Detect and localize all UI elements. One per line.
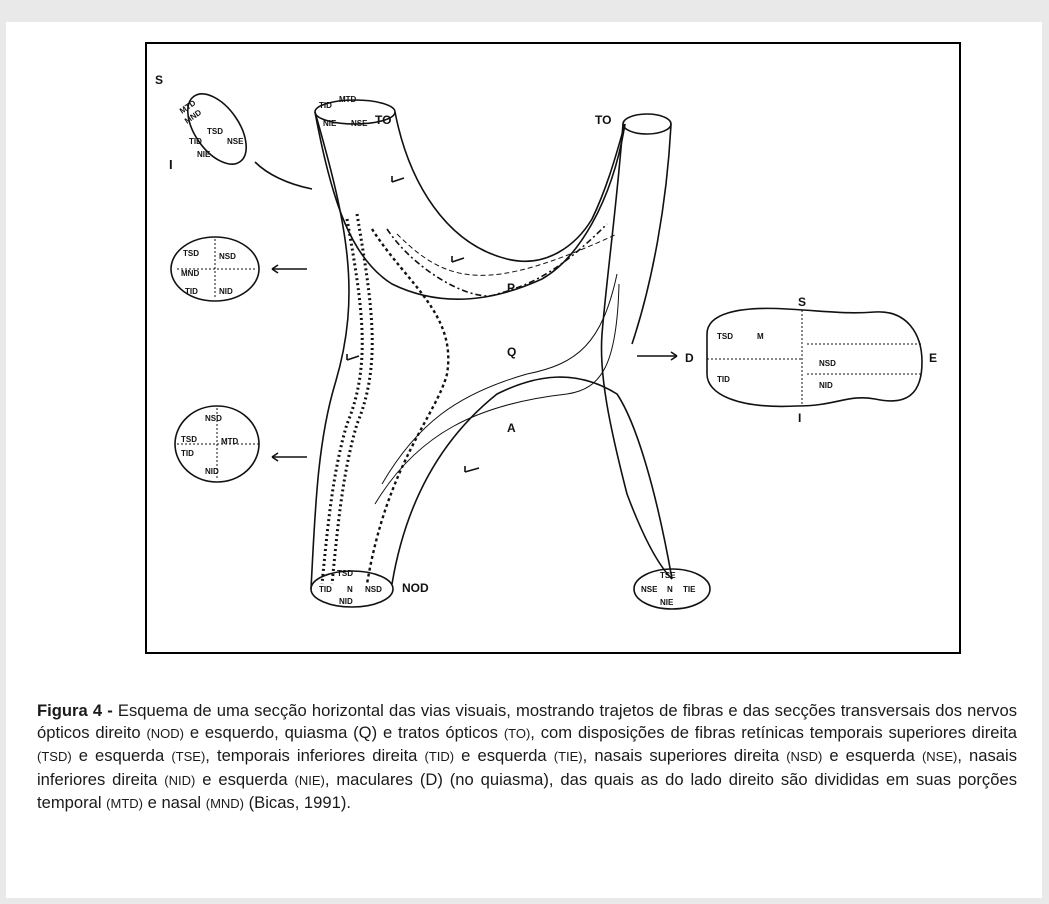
figure-caption: Figura 4 - Esquema de uma secção horizon…: [37, 700, 1017, 816]
svg-text:I: I: [169, 157, 173, 172]
svg-text:S: S: [155, 73, 163, 87]
svg-text:NID: NID: [205, 467, 219, 476]
label-i: I: [798, 411, 801, 425]
svg-text:TSD: TSD: [183, 249, 199, 258]
svg-text:NSE: NSE: [641, 585, 658, 594]
svg-text:TIE: TIE: [683, 585, 696, 594]
svg-text:TID: TID: [319, 585, 332, 594]
svg-text:NSE: NSE: [227, 137, 244, 146]
svg-text:NID: NID: [219, 287, 233, 296]
label-to-right: TO: [595, 113, 611, 127]
svg-text:TSD: TSD: [337, 569, 353, 578]
svg-text:TID: TID: [185, 287, 198, 296]
svg-text:TSD: TSD: [717, 332, 733, 341]
svg-text:NIE: NIE: [660, 598, 674, 607]
svg-text:TID: TID: [189, 137, 202, 146]
svg-text:NID: NID: [339, 597, 353, 606]
svg-text:TSD: TSD: [207, 127, 223, 136]
caption-label: Figura 4 -: [37, 701, 113, 720]
upper-tract-outline: [315, 112, 625, 299]
svg-text:NSD: NSD: [819, 359, 836, 368]
svg-text:TSE: TSE: [660, 571, 676, 580]
svg-text:NIE: NIE: [323, 119, 337, 128]
chiasm-section-shape: [707, 308, 922, 406]
svg-text:TID: TID: [181, 449, 194, 458]
svg-text:MTD: MTD: [221, 437, 239, 446]
label-q: Q: [507, 345, 516, 359]
svg-text:NSD: NSD: [205, 414, 222, 423]
svg-text:MTD: MTD: [339, 95, 357, 104]
optic-pathway-diagram: S I MTD MND TSD TID NSE NIE TO TO TID MT…: [147, 44, 959, 652]
svg-text:NSD: NSD: [219, 252, 236, 261]
svg-text:N: N: [347, 585, 353, 594]
label-s: S: [798, 295, 806, 309]
svg-text:NID: NID: [819, 381, 833, 390]
svg-text:TSD: TSD: [181, 435, 197, 444]
svg-text:M: M: [757, 332, 764, 341]
label-to-left: TO: [375, 113, 391, 127]
left-nerve-outline: [311, 112, 349, 589]
label-a: A: [507, 421, 516, 435]
svg-text:NSD: NSD: [365, 585, 382, 594]
label-p: P: [507, 281, 515, 295]
label-nod: NOD: [402, 581, 429, 595]
svg-text:NIE: NIE: [197, 150, 211, 159]
svg-text:TID: TID: [319, 101, 332, 110]
right-tract-section: [623, 114, 671, 134]
svg-text:N: N: [667, 585, 673, 594]
svg-text:TID: TID: [717, 375, 730, 384]
figure-image: S I MTD MND TSD TID NSE NIE TO TO TID MT…: [145, 42, 961, 654]
svg-text:MND: MND: [181, 269, 199, 278]
label-e: E: [929, 351, 937, 365]
svg-text:NSE: NSE: [351, 119, 368, 128]
label-d: D: [685, 351, 694, 365]
